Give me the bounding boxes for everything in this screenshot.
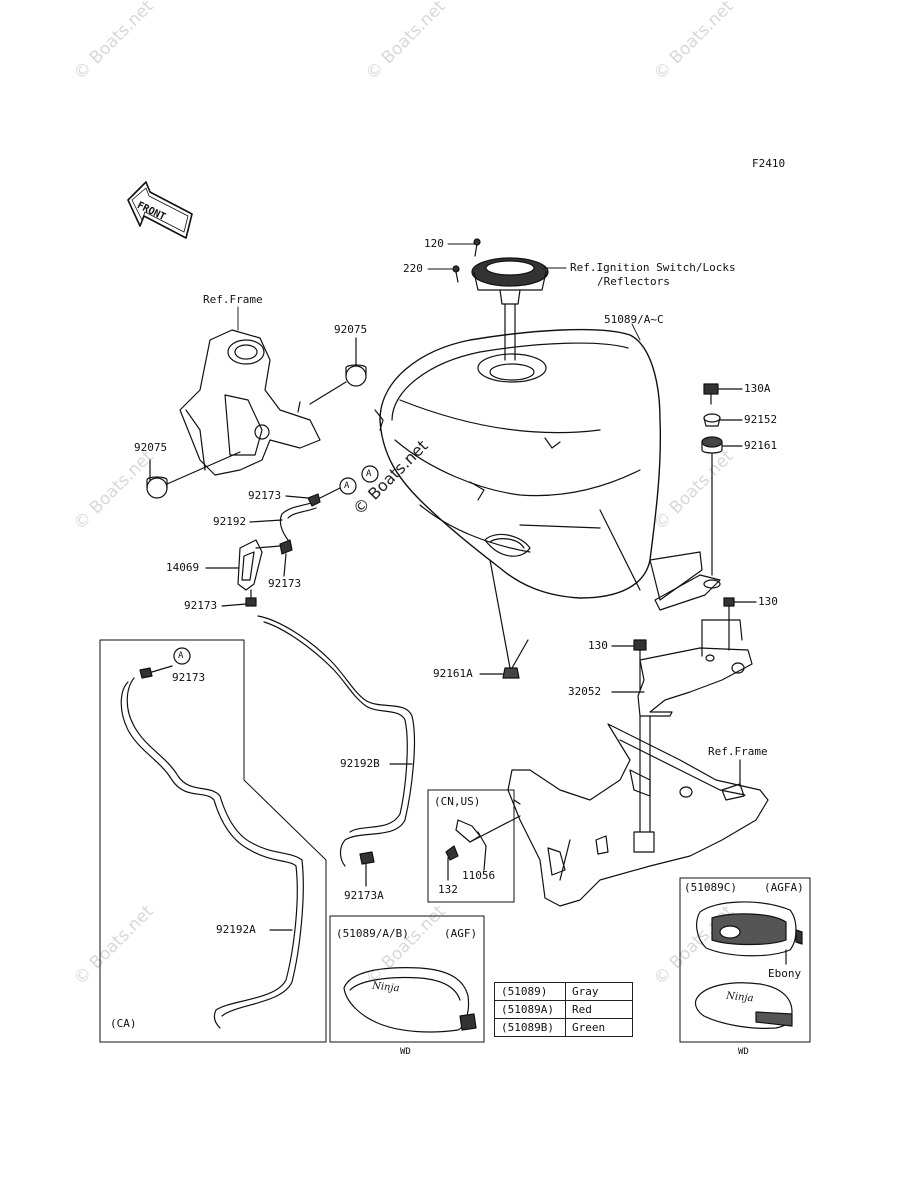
circle-a-label: A <box>178 651 184 661</box>
inset-agf-frame <box>329 915 485 1043</box>
circle-a-label: A <box>366 469 372 479</box>
label-tank: 51089/A~C <box>604 313 664 326</box>
circle-a-label: A <box>344 481 350 491</box>
table-cell-code: (51089) <box>494 982 566 1001</box>
label-ref-frame-bottom: Ref.Frame <box>708 745 768 758</box>
fuel-tank <box>374 328 721 611</box>
label-92161: 92161 <box>744 439 778 452</box>
table-cell-code: (51089B) <box>494 1018 566 1037</box>
fuel-cap <box>452 238 549 361</box>
inset-ca-frame <box>99 639 327 1043</box>
inset-agfa-tag: (AGFA) <box>764 881 804 894</box>
label-92173-c: 92173 <box>184 599 218 612</box>
label-ref-ignition-1: Ref.Ignition Switch/Locks <box>570 261 736 274</box>
damper-92161A <box>479 559 529 679</box>
front-arrow-icon <box>127 181 193 239</box>
table-row: (51089) Gray <box>494 982 633 1001</box>
inset-agfa-code: (51089C) <box>684 881 737 894</box>
wd-left-label: WD <box>400 1047 411 1057</box>
label-130-right: 130 <box>758 595 778 608</box>
label-32052: 32052 <box>568 685 602 698</box>
table-row: (51089A) Red <box>494 1000 633 1019</box>
bracket-32052 <box>611 619 753 717</box>
bolt-130-mid <box>611 639 647 691</box>
label-130-mid: 130 <box>588 639 608 652</box>
damper-92075-top <box>309 337 367 405</box>
inset-agf-code: (51089/A/B) <box>336 927 409 940</box>
inset-ca-label: (CA) <box>110 1017 137 1030</box>
figure-code: F2410 <box>752 157 786 170</box>
table-cell-color: Red <box>565 1000 633 1019</box>
frame-head-bracket <box>179 329 321 476</box>
collar-92152 <box>703 413 743 427</box>
label-92161A: 92161A <box>433 667 473 680</box>
inset-agf-tag: (AGF) <box>444 927 478 940</box>
table-cell-color: Green <box>565 1018 633 1037</box>
color-table: (51089) Gray (51089A) Red (51089B) Green <box>494 982 633 1037</box>
label-92173-ca: 92173 <box>172 671 206 684</box>
label-92192: 92192 <box>213 515 247 528</box>
label-92173-b: 92173 <box>268 577 302 590</box>
hose-92192 <box>249 487 341 541</box>
label-92192B: 92192B <box>340 757 380 770</box>
damper-92161 <box>701 436 743 576</box>
rear-frame <box>507 715 769 907</box>
label-92152: 92152 <box>744 413 778 426</box>
inset-agfa-frame <box>679 877 811 1043</box>
bolt-130A <box>703 383 743 405</box>
table-cell-color: Gray <box>565 982 633 1001</box>
wd-right-label: WD <box>738 1047 749 1057</box>
label-92173A: 92173A <box>344 889 384 902</box>
label-ref-frame-top: Ref.Frame <box>203 293 263 306</box>
label-ref-ignition-2: /Reflectors <box>597 275 670 288</box>
label-14069: 14069 <box>166 561 200 574</box>
label-120: 120 <box>424 237 444 250</box>
label-92075-top: 92075 <box>334 323 368 336</box>
leader-lines <box>237 243 641 341</box>
table-cell-code: (51089A) <box>494 1000 566 1019</box>
hose-92192B <box>257 615 416 887</box>
bolt-130-right <box>723 597 757 651</box>
ebony-label: Ebony <box>768 967 802 980</box>
inset-cn-us-label: (CN,US) <box>434 795 481 808</box>
inset-cn-us-frame <box>427 789 521 903</box>
label-92173-a: 92173 <box>248 489 282 502</box>
label-11056: 11056 <box>462 869 496 882</box>
label-132: 132 <box>438 883 458 896</box>
valve-14069 <box>205 539 293 607</box>
circle-a-markers <box>173 465 379 665</box>
table-row: (51089B) Green <box>494 1018 633 1037</box>
label-92075-left: 92075 <box>134 441 168 454</box>
label-130A: 130A <box>744 382 771 395</box>
label-92192A: 92192A <box>216 923 256 936</box>
damper-92075-left <box>146 451 241 499</box>
label-220: 220 <box>403 262 423 275</box>
